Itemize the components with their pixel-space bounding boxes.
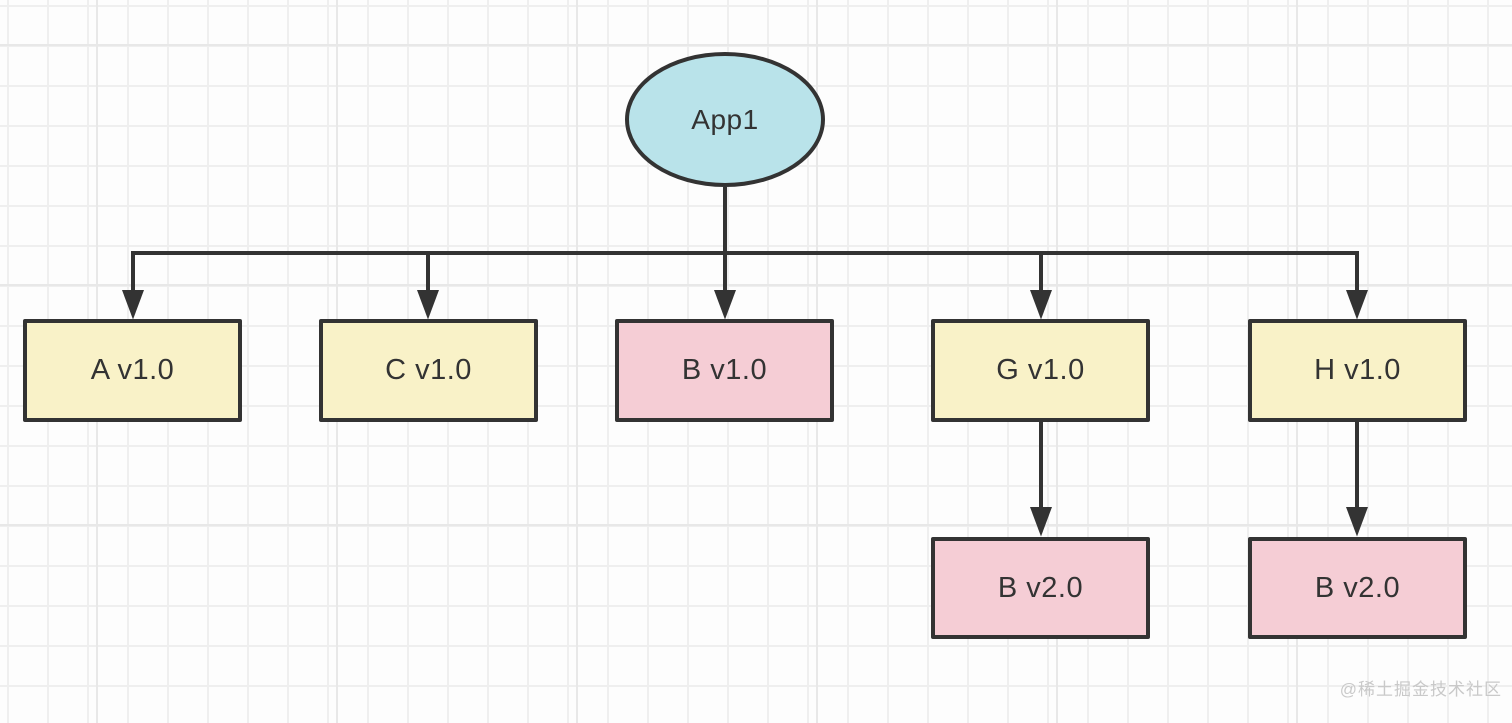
node-c-v1: C v1.0 [319, 319, 538, 422]
arrowhead-b2h [1346, 507, 1368, 537]
node-b-v2-under-h-label: B v2.0 [1314, 571, 1401, 604]
node-h-v1: H v1.0 [1248, 319, 1467, 422]
arrowhead-b2g [1030, 507, 1052, 537]
node-app1-label: App1 [691, 103, 759, 135]
node-c-v1-label: C v1.0 [385, 354, 472, 386]
arrowhead-g [1030, 290, 1052, 320]
watermark: @稀土掘金技术社区 [1339, 680, 1502, 699]
node-a-v1: A v1.0 [23, 319, 242, 422]
node-a-v1-label: A v1.0 [90, 354, 175, 386]
node-b-v2-under-g-label: B v2.0 [997, 571, 1084, 604]
node-h-v1-label: H v1.0 [1314, 354, 1401, 386]
arrowhead-a [122, 290, 144, 320]
node-g-v1: G v1.0 [931, 319, 1150, 422]
node-b-v2-under-g: B v2.0 [931, 537, 1150, 639]
node-app1: App1 [625, 52, 825, 187]
arrowhead-c [417, 290, 439, 320]
edge-bus [131, 251, 1359, 292]
arrowhead-h [1346, 290, 1368, 320]
node-b-v2-under-h: B v2.0 [1248, 537, 1467, 639]
node-b-v1: B v1.0 [615, 319, 834, 422]
arrowhead-b1 [714, 290, 736, 320]
node-b-v1-label: B v1.0 [681, 354, 768, 386]
node-g-v1-label: G v1.0 [996, 354, 1085, 386]
